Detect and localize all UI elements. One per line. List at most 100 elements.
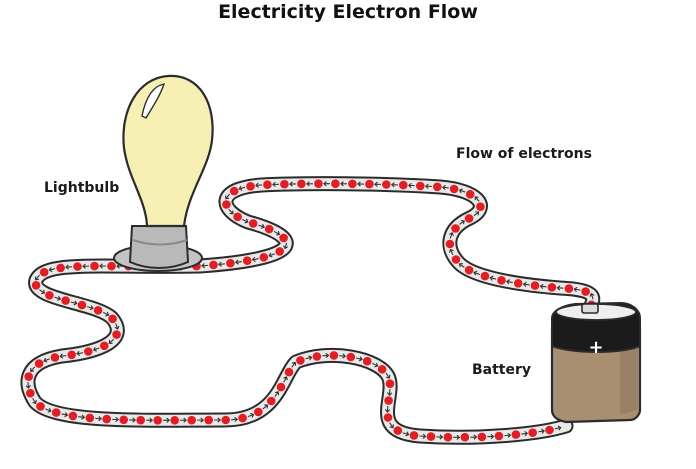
electron-dot <box>153 416 162 425</box>
electron-dot <box>263 180 272 189</box>
flow-direction-arrow <box>228 209 234 215</box>
flow-direction-arrow <box>357 181 364 187</box>
flow-direction-arrow <box>305 355 313 361</box>
electron-dot <box>259 252 269 262</box>
flow-direction-arrow <box>92 346 100 352</box>
flow-direction-arrow <box>389 422 394 429</box>
electron-dot <box>460 432 470 442</box>
electron-dot <box>284 367 294 377</box>
flow-direction-arrow <box>291 361 297 368</box>
electron-dot <box>204 415 213 425</box>
electron-dot <box>545 425 554 435</box>
electron-dot <box>56 263 65 273</box>
electron-dot <box>445 239 455 249</box>
flow-direction-arrow <box>247 412 255 418</box>
electron-dot <box>136 415 145 425</box>
flow-direction-arrow <box>35 274 40 281</box>
electron-dot <box>51 408 61 417</box>
electron-dot <box>477 432 487 442</box>
electron-dot <box>85 413 95 423</box>
flow-direction-arrow <box>201 263 209 269</box>
electron-dot <box>331 179 340 188</box>
electron-dot <box>409 431 419 440</box>
flow-direction-arrow <box>448 248 454 256</box>
flow-direction-arrow <box>372 362 379 368</box>
flow-direction-arrow <box>258 223 265 229</box>
electron-dot <box>264 224 274 234</box>
flow-direction-arrow <box>283 242 289 250</box>
electron-dot <box>45 291 54 300</box>
electron-dot <box>170 416 179 425</box>
flow-direction-arrow <box>180 417 188 423</box>
flow-direction-arrow <box>163 417 171 423</box>
flow-direction-arrow <box>473 211 480 217</box>
flow-direction-arrow <box>39 289 46 295</box>
electron-dot <box>464 214 474 223</box>
battery-terminal <box>581 303 599 314</box>
flow-direction-arrow <box>59 353 67 359</box>
flow-direction-arrow <box>458 188 466 194</box>
electron-dot <box>362 356 372 366</box>
flow-direction-arrow <box>214 417 222 423</box>
electron-dot <box>84 347 93 356</box>
flow-direction-arrow <box>231 416 239 423</box>
electron-dot <box>581 287 590 296</box>
electron-dot <box>100 341 109 351</box>
electron-dot <box>494 431 504 441</box>
flow-direction-arrow <box>274 391 280 398</box>
flow-direction-arrow <box>61 412 69 418</box>
electron-dot <box>451 255 461 264</box>
flow-direction-arrow <box>504 432 512 438</box>
flow-direction-arrow <box>262 404 269 410</box>
flow-direction-arrow <box>54 295 62 301</box>
battery-body <box>550 328 642 424</box>
flow-direction-arrow <box>76 350 84 357</box>
flow-direction-arrow <box>25 381 31 389</box>
flow-direction-arrow <box>589 292 595 300</box>
electron-dot <box>242 256 252 266</box>
flow-direction-arrow <box>242 218 249 224</box>
flow-direction-arrow <box>556 285 564 291</box>
electron-dot <box>547 283 557 292</box>
electron-dot <box>329 351 339 360</box>
electron-dot <box>528 428 537 438</box>
battery-icon: + <box>550 301 642 424</box>
flow-direction-arrow <box>65 264 73 270</box>
electron-dot <box>279 233 288 243</box>
bulb-screw-base <box>128 225 190 269</box>
electron-dot <box>443 432 453 442</box>
flow-direction-arrow <box>99 263 106 269</box>
electron-dot <box>112 330 121 339</box>
flow-direction-arrow <box>95 416 103 422</box>
flow-direction-arrow <box>322 352 330 359</box>
flow-direction-arrow <box>218 261 225 267</box>
electron-dot <box>449 184 459 194</box>
bulb-glass <box>122 74 214 228</box>
flow-direction-arrow <box>487 433 495 440</box>
electron-dot <box>297 179 306 189</box>
electron-dot <box>464 265 474 275</box>
electron-dot <box>513 279 523 288</box>
flow-direction-arrow <box>43 357 50 363</box>
electron-dot <box>73 262 82 271</box>
electron-dot <box>107 261 116 271</box>
flow-direction-arrow <box>129 417 137 423</box>
flow-direction-arrow <box>251 256 259 262</box>
flow-direction-arrow <box>48 267 56 273</box>
flow-direction-arrow <box>306 181 313 187</box>
electron-dot <box>480 271 490 281</box>
electron-dot <box>393 426 403 435</box>
electron-dot <box>68 411 78 421</box>
flow-direction-arrow <box>283 376 288 383</box>
electron-dot <box>90 261 99 271</box>
electron-dot <box>275 247 285 256</box>
flow-direction-arrow <box>289 181 296 187</box>
flow-direction-arrow <box>356 356 363 362</box>
electron-dot <box>187 415 196 425</box>
flow-direction-arrow <box>473 270 480 276</box>
electron-dot <box>382 180 391 189</box>
lightbulb-label: Lightbulb <box>44 180 120 196</box>
flow-direction-arrow <box>539 283 547 290</box>
